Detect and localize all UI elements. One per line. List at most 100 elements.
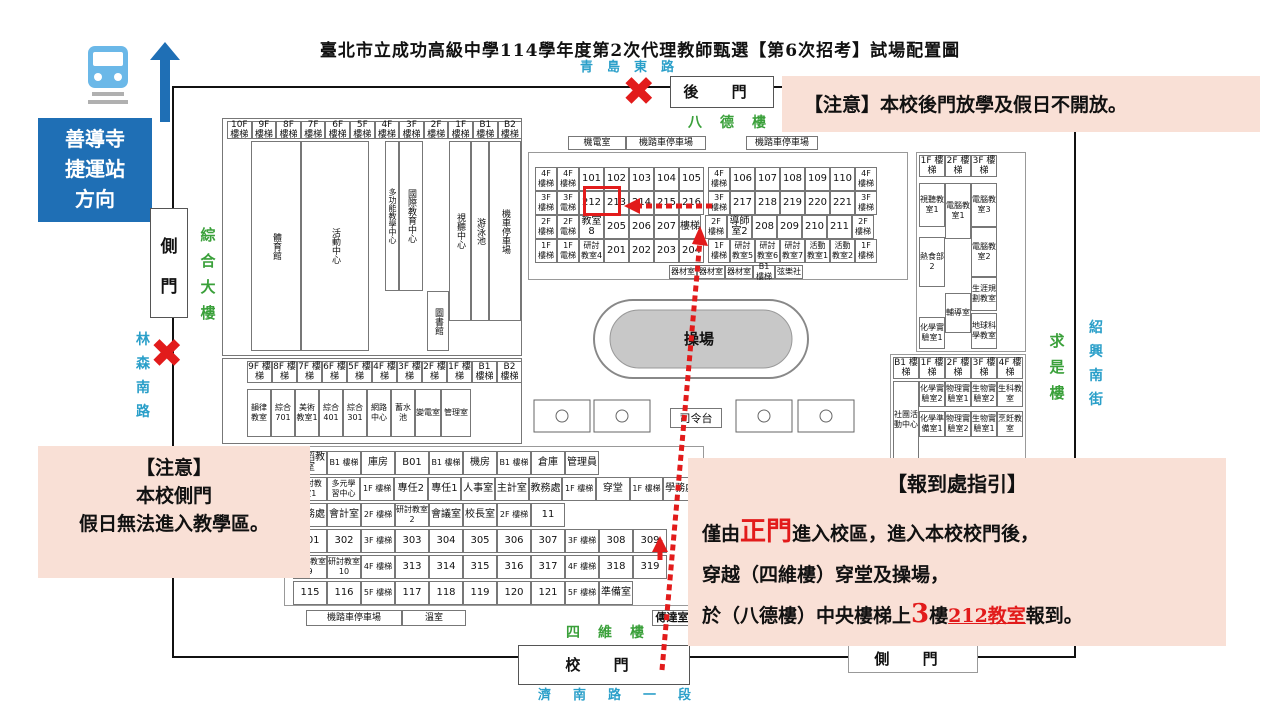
- bade-room: 1F 樓梯: [708, 239, 730, 263]
- lower-left-room: 綜合301: [343, 389, 367, 437]
- right-room: 生涯規劃教室: [971, 277, 997, 311]
- stair-header: 2F 樓梯: [945, 357, 971, 379]
- siwei-room: 306: [497, 529, 531, 553]
- mech-room: 機電室: [568, 136, 626, 150]
- guide-main-gate-emphasis: 正門: [740, 517, 793, 547]
- guide-line3: 於（八德樓）中央樓梯上3樓212教室報到。: [702, 599, 1226, 629]
- back-gate-note: 【注意】本校後門放學及假日不開放。: [782, 76, 1260, 132]
- siwei-room: 316: [497, 555, 531, 579]
- gym: 體育館: [251, 141, 301, 351]
- stair-header: 3F 樓梯: [397, 361, 422, 383]
- bade-room: 2F 樓梯: [535, 215, 557, 239]
- east-lower-room: 社團活動中心: [893, 381, 919, 459]
- siwei-room: 3F 樓梯: [361, 529, 395, 553]
- lower-left-room: 綜合401: [319, 389, 343, 437]
- east-lower-room: 化學實驗室2: [919, 381, 945, 407]
- side-gate-west-c2: 門: [160, 277, 178, 297]
- east-lower-room: 化學準備室1: [919, 411, 945, 437]
- stair-header: 3F 樓梯: [971, 155, 997, 177]
- metro-direction-box: 善導寺 捷運站 方向: [38, 118, 152, 222]
- bade-room: 2F 電梯: [557, 215, 579, 239]
- stair-header: 3F 樓梯: [399, 120, 424, 140]
- stair-header: 3F 樓梯: [971, 357, 997, 379]
- siwei-room: 機房: [463, 451, 497, 475]
- bade-room: 217: [730, 191, 755, 215]
- siwei-room: 1F 樓梯: [562, 477, 596, 501]
- stair-header: B2 樓梯: [497, 361, 522, 383]
- siwei-room: 管理員: [565, 451, 599, 475]
- siwei-room: 314: [429, 555, 463, 579]
- field-label: 操場: [684, 330, 715, 348]
- scooter-parking-1: 機踏車停車場: [626, 136, 706, 150]
- right-room: 地球科學教室: [971, 313, 997, 349]
- siwei-room: 119: [463, 581, 497, 605]
- siwei-room: 4F 樓梯: [361, 555, 395, 579]
- guide-line1-pre: 僅由: [702, 523, 741, 545]
- stair-header: 7F 樓梯: [300, 120, 326, 140]
- bade-room: 3F 樓梯: [855, 191, 877, 215]
- guide-line3-mid: 樓: [929, 605, 949, 627]
- stage: 司令台: [670, 408, 722, 428]
- siwei-room: 2F 樓梯: [361, 503, 395, 527]
- page-title: 臺北市立成功高級中學114學年度第2次代理教師甄選【第6次招考】試場配置圖: [319, 41, 961, 61]
- stair-header: 4F 樓梯: [372, 361, 397, 383]
- exam-room-highlight: [583, 186, 621, 216]
- bade-room: 104: [654, 167, 679, 191]
- siwei-room: 研討教室10: [327, 555, 361, 579]
- bade-room: 2F 樓梯: [852, 215, 874, 239]
- stair-header: 5F 樓梯: [347, 361, 372, 383]
- bade-service: 弦樂社: [775, 265, 803, 279]
- stair-header: 7F 樓梯: [297, 361, 322, 383]
- stair-header: 10F 樓梯: [227, 120, 252, 140]
- bade-room: 218: [755, 191, 780, 215]
- bade-service: 器材室: [725, 265, 753, 279]
- street-west: 林森南路: [136, 332, 150, 420]
- siwei-room: 4F 樓梯: [565, 555, 599, 579]
- siwei-room: 準備室: [599, 581, 633, 605]
- guide-line1: 僅由正門進入校區，進入本校校門後，: [702, 511, 1226, 548]
- bade-room: 108: [780, 167, 805, 191]
- siwei-room: 302: [327, 529, 361, 553]
- stair-header: 9F 樓梯: [247, 361, 272, 383]
- right-room: 電腦教室3: [971, 183, 997, 227]
- bade-room: 樓梯: [679, 215, 701, 239]
- right-room: 輔導室: [945, 293, 971, 333]
- bade-room: 219: [780, 191, 805, 215]
- siwei-room: 118: [429, 581, 463, 605]
- bade-room: 208: [752, 215, 777, 239]
- guide-title: 【報到處指引】: [887, 472, 1027, 496]
- street-south: 濟南路一段: [538, 688, 714, 703]
- bade-room: 導師室2: [727, 215, 752, 239]
- stair-header: 5F 樓梯: [350, 120, 375, 140]
- guide-room-link: 212教室: [948, 605, 1026, 627]
- stair-header: 2F 樓梯: [423, 120, 449, 140]
- bade-room: 103: [629, 167, 654, 191]
- stair-header: 6F 樓梯: [322, 361, 347, 383]
- stair-header: 8F 樓梯: [272, 361, 297, 383]
- bade-room: 3F 電梯: [557, 191, 579, 215]
- bade-room: 109: [805, 167, 830, 191]
- side-gate-west-c1: 側: [160, 237, 178, 257]
- stair-header: 8F 樓梯: [276, 120, 301, 140]
- building-bade-label: 八德樓: [688, 115, 784, 131]
- lower-left-room: 變電室: [415, 389, 441, 437]
- bade-room: 201: [604, 239, 629, 263]
- pool: 游泳池: [471, 141, 489, 321]
- siwei-room: 庫房: [361, 451, 395, 475]
- bade-room: 105: [679, 167, 704, 191]
- siwei-room: 1F 樓梯: [360, 477, 394, 501]
- courts: [532, 396, 886, 436]
- stair-header: 4F 樓梯: [997, 357, 1023, 379]
- right-room: 電腦教室2: [971, 227, 997, 277]
- metro-train-icon: [78, 44, 138, 106]
- side-gate-west: 側 門: [150, 208, 188, 318]
- siwei-room: B1 樓梯: [429, 451, 463, 475]
- bade-room: 活動教室1: [805, 239, 830, 263]
- siwei-room: 307: [531, 529, 565, 553]
- side-gate-note-line1: 【注意】: [135, 457, 212, 479]
- siwei-room: 11: [531, 503, 565, 527]
- moto-parking: 機車停車場: [489, 141, 521, 321]
